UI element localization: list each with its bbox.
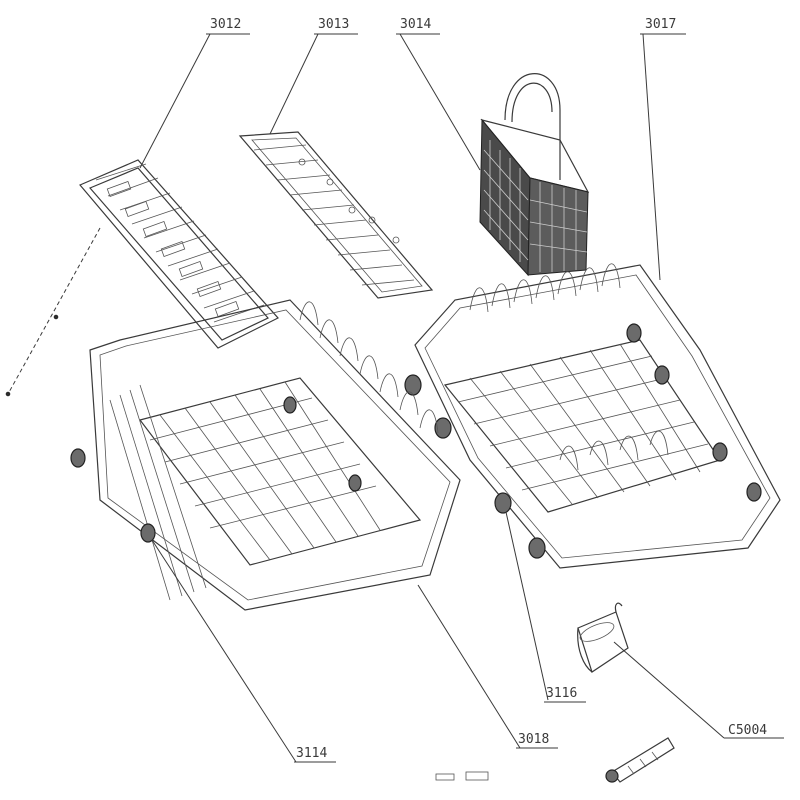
dashed-leader-left (5, 227, 101, 397)
part-3013-tine-rack (238, 131, 434, 299)
callout-3018: 3018 (417, 584, 558, 749)
callout-label-3012: 3012 (210, 17, 241, 32)
callout-3017: 3017 (640, 17, 686, 281)
callout-label-3116: 3116 (546, 686, 577, 701)
bottom-small-parts (435, 737, 675, 783)
part-c5004-container (577, 602, 629, 673)
callout-3013: 3013 (269, 17, 358, 135)
callout-label-3018: 3018 (518, 732, 549, 747)
part-3017-lower-basket (404, 263, 781, 569)
callout-label-3014: 3014 (400, 17, 431, 32)
part-3012-tine-rack (79, 159, 279, 349)
callout-3012: 3012 (139, 17, 250, 169)
callout-3114: 3114 (151, 539, 336, 763)
callout-label-3017: 3017 (645, 17, 676, 32)
callout-3014: 3014 (396, 17, 481, 171)
callout-label-3013: 3013 (318, 17, 349, 32)
callout-label-3114: 3114 (296, 746, 327, 761)
part-3018-upper-basket (70, 299, 461, 611)
callout-3116: 3116 (505, 511, 586, 703)
callout-label-c5004: C5004 (728, 723, 767, 738)
callout-c5004: C5004 (613, 641, 784, 739)
part-3014-cutlery-basket (479, 73, 590, 277)
